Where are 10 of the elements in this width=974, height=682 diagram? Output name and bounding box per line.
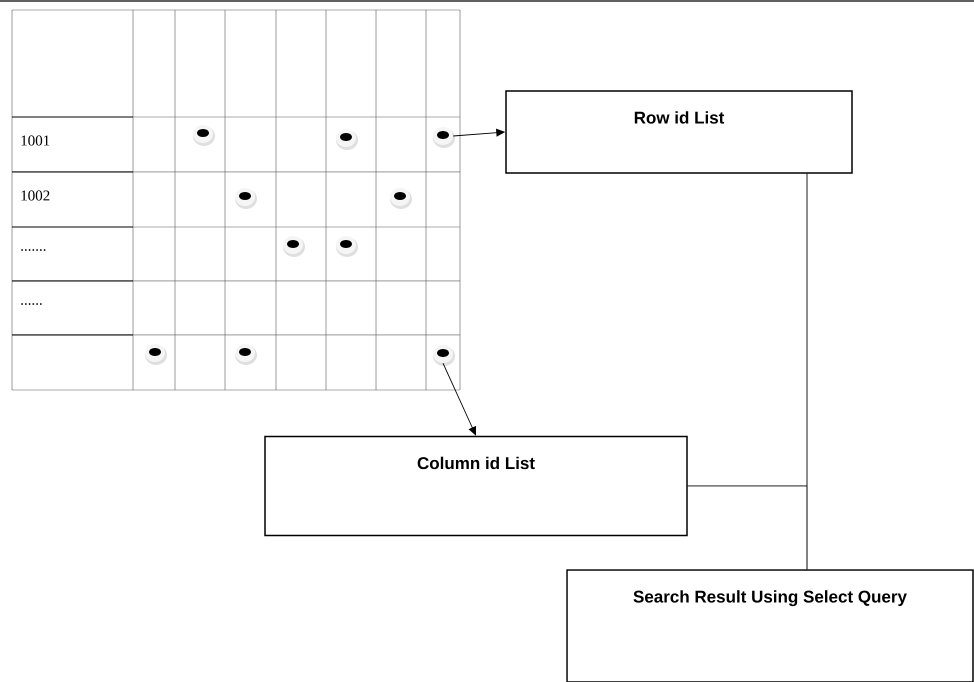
disk-icon <box>433 344 455 366</box>
row-label: ....... <box>21 249 46 251</box>
row-label: ...... <box>21 303 42 305</box>
disk-icon <box>433 127 455 148</box>
process-box: Search Result Using Select Query <box>566 569 974 682</box>
process-box: Column id List <box>264 436 688 536</box>
row-label: 1001 <box>22 135 50 146</box>
process-box: Row id List <box>505 90 853 174</box>
connector-line <box>687 486 808 570</box>
row-label: 1002 <box>22 190 50 201</box>
